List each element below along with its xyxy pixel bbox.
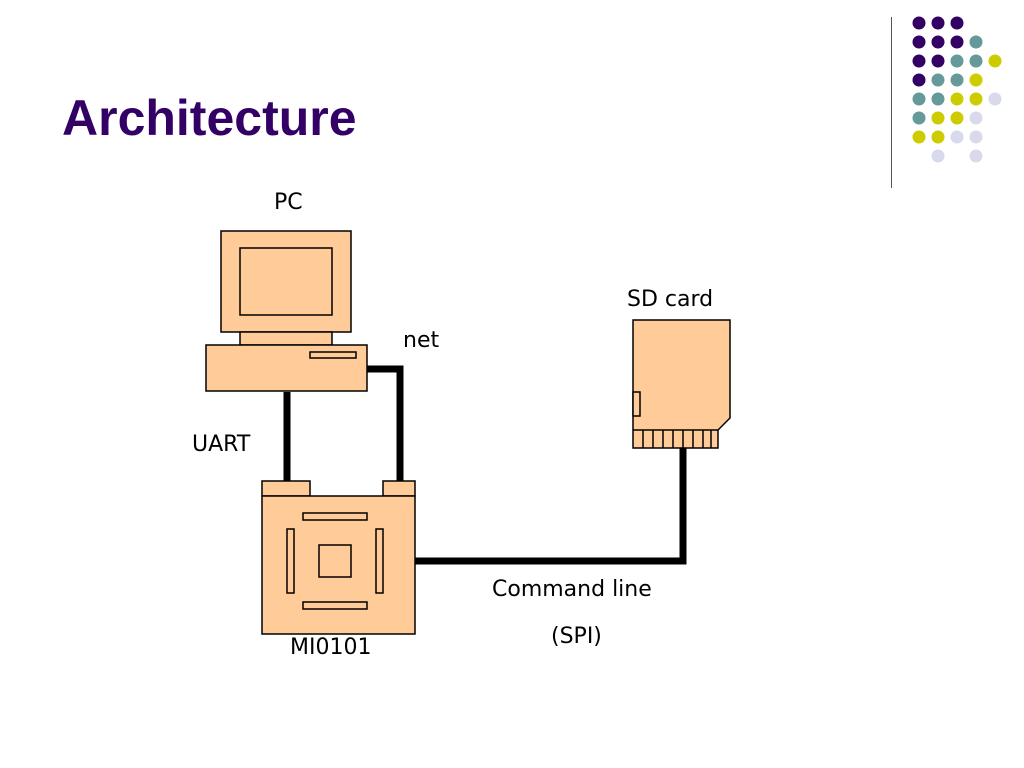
- connection-wires: [283, 365, 687, 565]
- chip-core: [318, 544, 352, 578]
- mcu-chip-icon: [261, 480, 416, 635]
- decor-dot: [969, 149, 983, 163]
- pc-computer-icon: [205, 230, 368, 392]
- pc-label: PC: [274, 190, 303, 215]
- chip-port-left: [261, 480, 311, 497]
- pc-monitor-stand: [239, 331, 333, 346]
- decor-dot: [912, 35, 926, 49]
- sd-card-body: [632, 319, 731, 449]
- decor-dot: [912, 73, 926, 87]
- decor-dot: [950, 35, 964, 49]
- net-label: net: [403, 328, 440, 353]
- decor-dot: [988, 92, 1002, 106]
- decor-dot: [931, 149, 945, 163]
- decor-dot: [912, 92, 926, 106]
- decor-dot: [912, 16, 926, 30]
- chip-pad-bottom: [302, 601, 368, 610]
- decor-dot: [931, 130, 945, 144]
- decor-dot: [969, 111, 983, 125]
- decor-dot: [950, 111, 964, 125]
- decor-dot: [912, 54, 926, 68]
- sd-card-lock: [632, 391, 641, 417]
- decor-dot: [950, 130, 964, 144]
- sd-card-icon: [632, 319, 731, 449]
- decorative-dot-grid: [912, 16, 1002, 163]
- net-wire: [367, 365, 404, 482]
- decor-dot: [969, 130, 983, 144]
- mcu-label: MI0101: [290, 635, 372, 660]
- decor-dot: [931, 54, 945, 68]
- decorative-line: [891, 17, 892, 188]
- pc-drive-slot: [309, 351, 357, 359]
- decor-dot: [988, 54, 1002, 68]
- chip-pad-top: [302, 512, 368, 521]
- pc-screen: [239, 247, 333, 316]
- decor-dot: [931, 16, 945, 30]
- decor-dot: [950, 16, 964, 30]
- decor-dot: [969, 54, 983, 68]
- decor-dot: [950, 73, 964, 87]
- decor-dot: [912, 111, 926, 125]
- spi-label: (SPI): [551, 624, 602, 649]
- decor-dot: [931, 92, 945, 106]
- decor-dot: [969, 73, 983, 87]
- decor-dot: [969, 35, 983, 49]
- command-line-label: Command line: [492, 577, 652, 602]
- spi-wire: [383, 448, 687, 565]
- decor-dot: [969, 92, 983, 106]
- sd-card-label: SD card: [627, 287, 714, 312]
- slide-title: Architecture: [62, 90, 357, 146]
- chip-pad-left: [286, 528, 295, 594]
- decor-dot: [950, 92, 964, 106]
- decor-dot: [950, 54, 964, 68]
- decor-dot: [931, 35, 945, 49]
- chip-pad-right: [375, 528, 384, 594]
- decor-dot: [931, 73, 945, 87]
- decor-dot: [931, 111, 945, 125]
- uart-label: UART: [192, 432, 251, 457]
- decor-dot: [912, 130, 926, 144]
- chip-port-right: [382, 480, 416, 497]
